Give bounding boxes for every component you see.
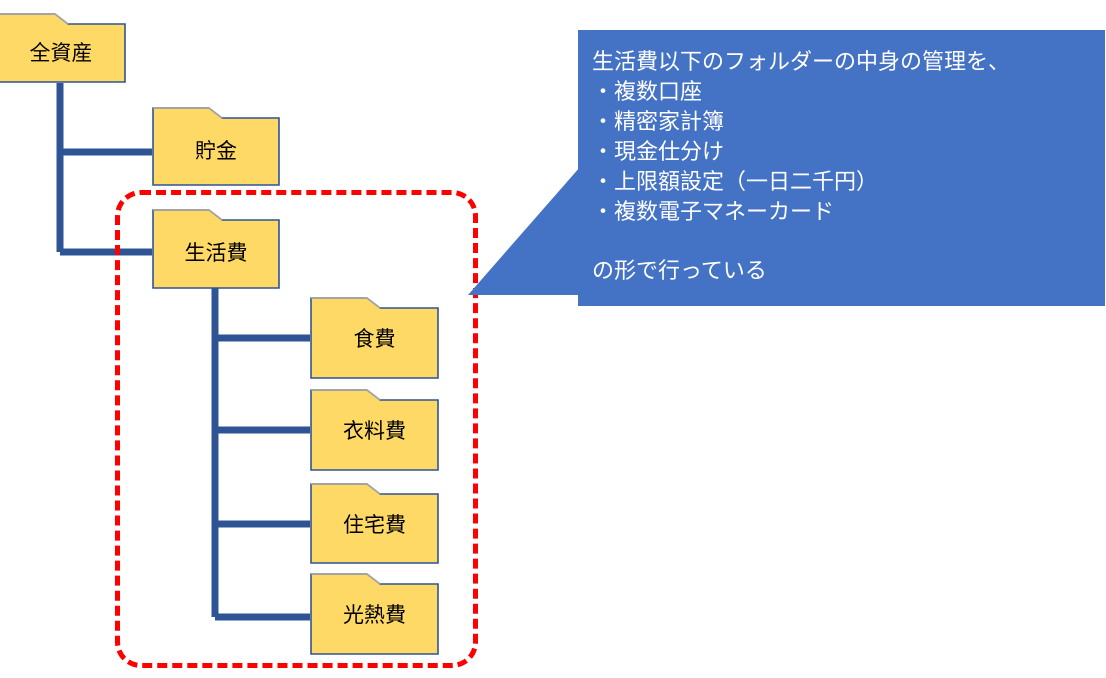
folder-shape-icon (152, 209, 280, 289)
folder-shape-icon (152, 107, 280, 186)
folder-tab-highlight-icon (153, 107, 223, 119)
folder-shape-icon (310, 573, 439, 655)
folder-chokin[interactable]: 貯金 (152, 107, 280, 186)
folder-tab-highlight-icon (311, 297, 381, 309)
highlight-dashed-rectangle (115, 190, 478, 668)
folder-shape-icon (310, 483, 439, 564)
folder-shape-icon (310, 389, 439, 471)
folder-shape-icon (310, 297, 439, 379)
folder-tab-highlight-icon (311, 389, 381, 401)
folder-seikatsuhi[interactable]: 生活費 (152, 209, 280, 289)
folder-tab-highlight-icon (311, 483, 381, 495)
folder-tab-highlight-icon (0, 13, 69, 25)
callout-box: 生活費以下のフォルダーの中身の管理を、 ・複数口座 ・精密家計簿 ・現金仕分け … (578, 30, 1105, 306)
folder-zenshisan[interactable]: 全資産 (0, 7, 126, 83)
folder-shape-icon (0, 13, 126, 83)
folder-tab-highlight-icon (311, 573, 381, 585)
folder-iryouhi[interactable]: 衣料費 (310, 389, 439, 471)
folder-juutakuhi[interactable]: 住宅費 (310, 483, 439, 564)
callout-text: 生活費以下のフォルダーの中身の管理を、 ・複数口座 ・精密家計簿 ・現金仕分け … (592, 50, 1011, 285)
folder-kounetsuhi[interactable]: 光熱費 (310, 573, 439, 655)
folder-shokuhi[interactable]: 食費 (310, 297, 439, 379)
folder-tab-highlight-icon (153, 209, 223, 221)
